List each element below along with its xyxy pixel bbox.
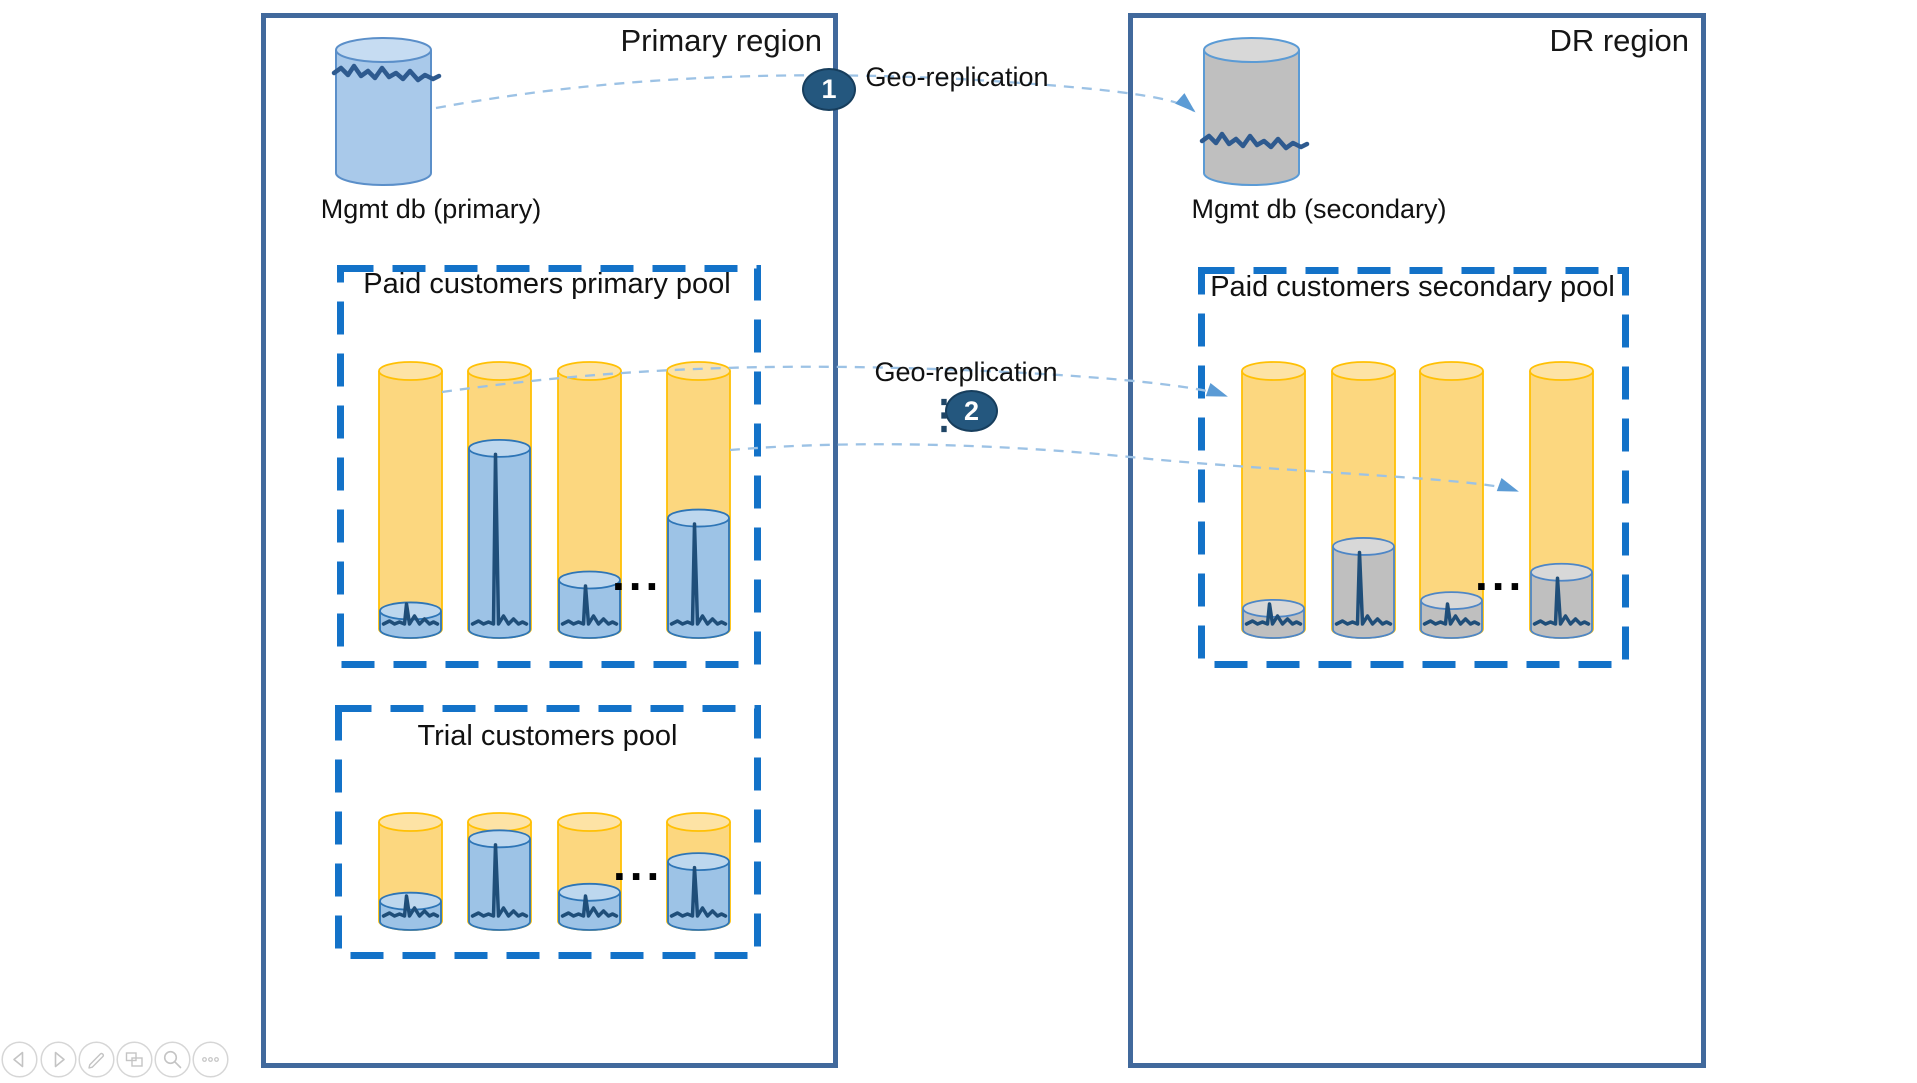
next-slide-icon bbox=[40, 1041, 77, 1078]
paid-primary-pool-title: Paid customers primary pool bbox=[363, 268, 731, 300]
step-2-badge: 2 bbox=[945, 390, 998, 432]
zoom-slide-icon bbox=[154, 1041, 191, 1078]
step-1-badge: 1 bbox=[802, 68, 856, 111]
mgmt-db-secondary-label: Mgmt db (secondary) bbox=[1191, 194, 1447, 224]
pen-tools-icon bbox=[78, 1041, 115, 1078]
paid-secondary-pool-title: Paid customers secondary pool bbox=[1210, 271, 1615, 303]
mgmt-db-primary-label: Mgmt db (primary) bbox=[320, 194, 542, 224]
geo-replication-label-1: Geo-replication bbox=[865, 62, 1049, 92]
next-slide-button[interactable] bbox=[40, 1041, 77, 1078]
primary-region-box bbox=[261, 13, 838, 1068]
see-all-slides-button[interactable] bbox=[116, 1041, 153, 1078]
trial-pool-ellipsis: ... bbox=[613, 838, 664, 890]
pen-tools-button[interactable] bbox=[78, 1041, 115, 1078]
paid-secondary-pool-ellipsis: ... bbox=[1475, 548, 1526, 600]
geo-replication-label-2: Geo-replication bbox=[874, 357, 1058, 387]
dr-region-box bbox=[1128, 13, 1706, 1068]
primary-region-title: Primary region bbox=[620, 23, 822, 58]
more-options-button[interactable] bbox=[192, 1041, 229, 1078]
trial-pool-title: Trial customers pool bbox=[417, 720, 678, 752]
paid-primary-pool-ellipsis: ... bbox=[612, 548, 663, 600]
previous-slide-button[interactable] bbox=[1, 1041, 38, 1078]
zoom-slide-button[interactable] bbox=[154, 1041, 191, 1078]
dr-region-title: DR region bbox=[1549, 23, 1689, 58]
vertical-ellipsis: ⋮ bbox=[924, 393, 964, 437]
previous-slide-icon bbox=[1, 1041, 38, 1078]
see-all-slides-icon bbox=[116, 1041, 153, 1078]
more-options-icon bbox=[192, 1041, 229, 1078]
